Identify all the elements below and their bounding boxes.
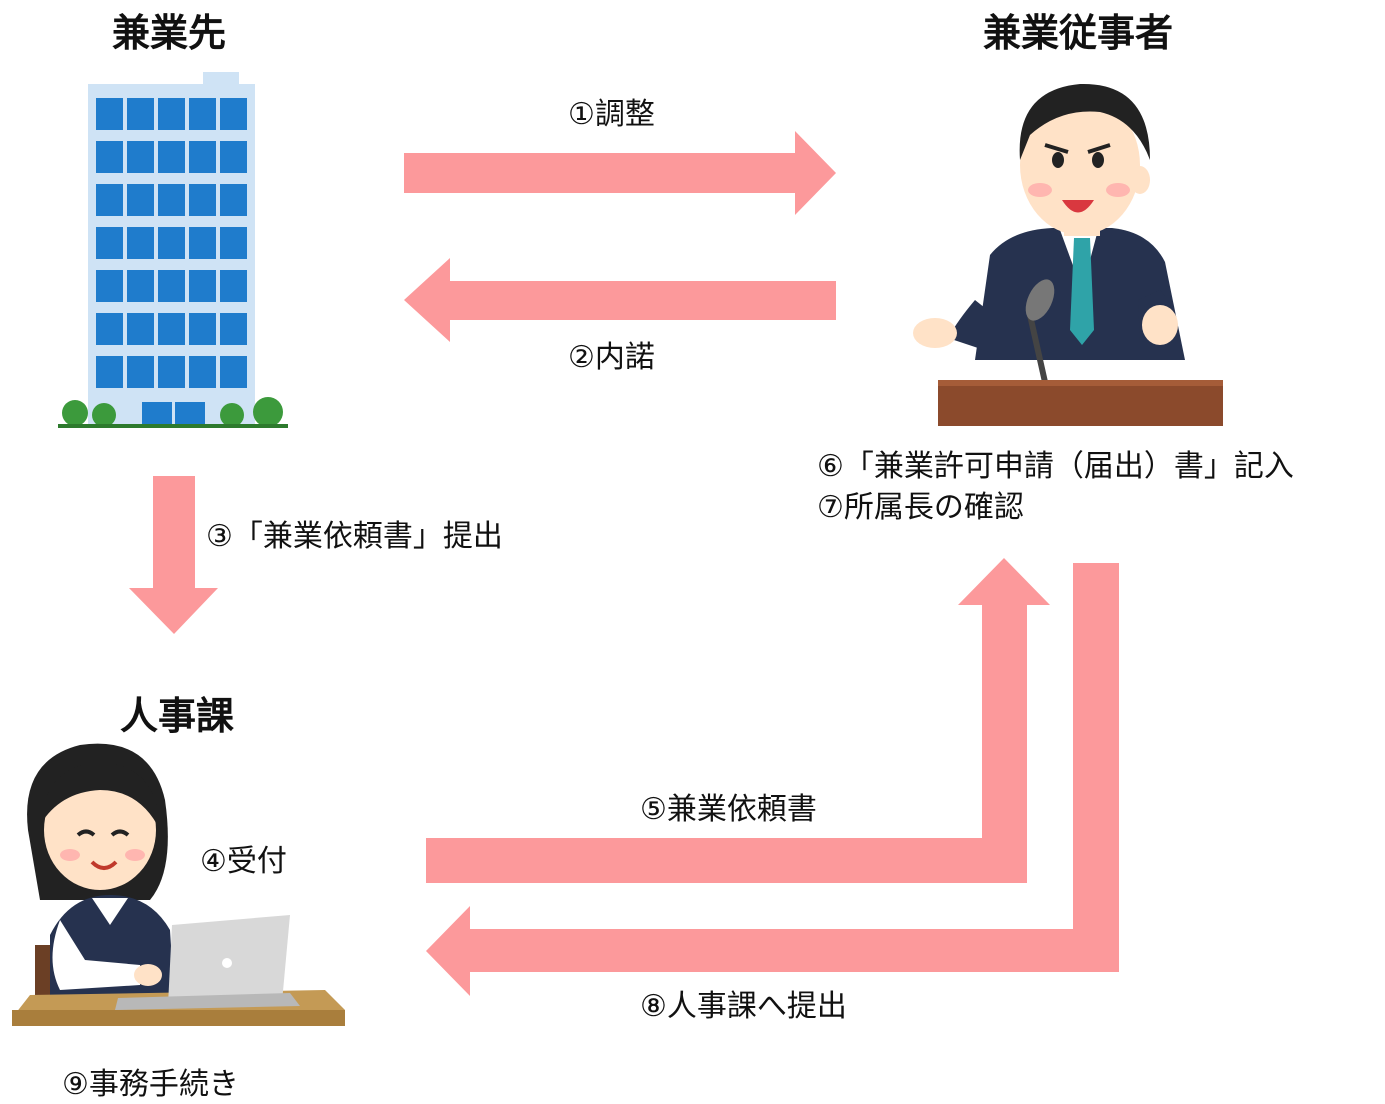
building-window (127, 270, 154, 302)
building-window (127, 184, 154, 216)
building-window (96, 227, 123, 259)
building-window (158, 313, 185, 345)
step-6-label: ⑥「兼業許可申請（届出）書」記入 (817, 449, 1294, 484)
building-window (127, 141, 154, 173)
arrow-step-1 (404, 131, 836, 215)
arrow-step-2 (404, 258, 836, 342)
step-4-label: ④受付 (200, 844, 287, 879)
building-window (96, 141, 123, 173)
step-7-label: ⑦所属長の確認 (817, 490, 1024, 525)
building-window (127, 313, 154, 345)
building-window (158, 270, 185, 302)
building-window (189, 313, 216, 345)
company-heading: 兼業先 (112, 11, 227, 55)
building-window (220, 98, 247, 130)
building-window (220, 356, 247, 388)
employee-heading: 兼業従事者 (983, 11, 1174, 55)
building-window (220, 184, 247, 216)
building-window (189, 141, 216, 173)
building-window (127, 227, 154, 259)
building-window (220, 227, 247, 259)
building-window (220, 270, 247, 302)
building-window (220, 141, 247, 173)
building-window (189, 98, 216, 130)
step-9-label: ⑨事務手続き (62, 1067, 239, 1102)
arrow-step-5 (426, 558, 1050, 883)
step-8-label: ⑧人事課へ提出 (640, 989, 847, 1024)
building-window (189, 184, 216, 216)
building-window (158, 98, 185, 130)
arrow-step-8 (426, 563, 1119, 996)
building-window (96, 313, 123, 345)
building-window (158, 184, 185, 216)
step-1-label: ①調整 (568, 97, 655, 132)
building-window (158, 141, 185, 173)
building-window (127, 356, 154, 388)
building-window (189, 356, 216, 388)
step-5-label: ⑤兼業依頼書 (640, 792, 817, 827)
building-window (96, 184, 123, 216)
building-window (220, 313, 247, 345)
building-window (127, 98, 154, 130)
step-2-label: ②内諾 (568, 340, 655, 375)
building-window (189, 227, 216, 259)
building-window (96, 356, 123, 388)
building-window (189, 270, 216, 302)
step-3-label: ③「兼業依頼書」提出 (206, 519, 503, 554)
building-window (158, 227, 185, 259)
building-window (158, 356, 185, 388)
arrow-step-3 (129, 476, 218, 634)
hr-heading: 人事課 (120, 694, 235, 738)
building-window (96, 98, 123, 130)
building-window (96, 270, 123, 302)
